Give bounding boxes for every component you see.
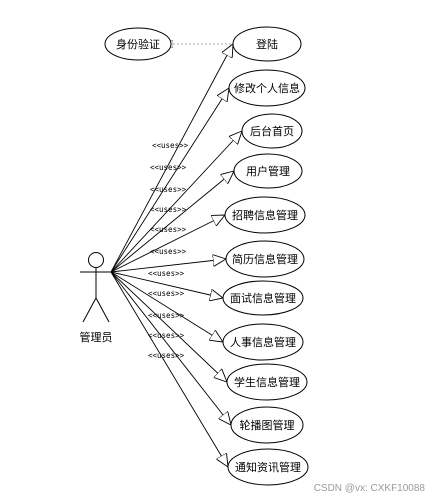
actor-label: 管理员 [80,330,113,344]
stereotype-label: <<uses>> [150,247,187,256]
use-case[interactable]: 修改个人信息 [228,69,306,107]
use-case-ellipse [225,240,305,278]
stereotype-label: <<uses>> [150,163,187,172]
use-case-ellipse [222,323,304,361]
stereotype-label: <<uses>> [152,141,189,150]
stereotype-label: <<uses>> [148,269,185,278]
use-case-auth[interactable]: 身份验证 [104,27,172,61]
stereotype-labels: <<uses>> <<uses>> <<uses>> <<uses>> <<uses>>… [148,141,189,360]
association-line [110,131,242,273]
use-case-ellipse [241,113,303,149]
stereotype-label: <<uses>> [150,225,187,234]
use-case-ellipse [228,69,306,107]
association-line [110,271,227,382]
use-case[interactable]: 通知资讯管理 [227,448,309,486]
actor-head [88,252,104,268]
association-line [110,271,223,342]
use-case-ellipse [222,280,304,316]
use-case-list: 登陆修改个人信息后台首页用户管理招聘信息管理简历信息管理面试信息管理人事信息管理… [222,26,309,486]
use-case-ellipse [227,448,309,486]
use-case[interactable]: 面试信息管理 [222,280,304,316]
use-case[interactable]: 登陆 [232,26,302,62]
stereotype-label: <<uses>> [148,331,185,340]
use-case-label: 登陆 [256,37,278,51]
actor-left-leg [82,297,97,323]
use-case-ellipse [233,153,303,189]
use-case[interactable]: 轮播图管理 [230,406,304,444]
use-case-label: 简历信息管理 [232,252,298,266]
association-line [110,171,234,273]
use-case-label: 学生信息管理 [234,375,300,389]
use-case-label: 面试信息管理 [230,291,296,305]
stereotype-label: <<uses>> [148,311,185,320]
watermark: CSDN @vx: CXKF10088 [314,483,426,494]
stereotype-label: <<uses>> [148,289,185,298]
use-case-label: 后台首页 [250,124,294,138]
actor-right-leg [95,297,110,323]
use-case-auth-label: 身份验证 [116,37,160,51]
use-case-ellipse [226,363,308,401]
association-line [110,44,233,273]
stereotype-label: <<uses>> [150,205,187,214]
association-line [110,271,223,298]
use-case[interactable]: 学生信息管理 [226,363,308,401]
use-case[interactable]: 用户管理 [233,153,303,189]
use-case-label: 通知资讯管理 [235,460,301,474]
use-case[interactable]: 简历信息管理 [225,240,305,278]
stereotype-label: <<uses>> [148,351,185,360]
use-case-ellipse [230,406,304,444]
association-line [110,88,229,273]
use-case[interactable]: 人事信息管理 [222,323,304,361]
use-case-label: 用户管理 [246,164,290,178]
use-case[interactable]: 后台首页 [241,113,303,149]
association-line [110,215,225,273]
stereotype-label: <<uses>> [150,185,187,194]
use-case-label: 轮播图管理 [240,418,295,432]
use-case[interactable]: 招聘信息管理 [224,196,306,234]
use-case-label: 招聘信息管理 [232,208,298,222]
use-case-label: 人事信息管理 [230,335,296,349]
use-case-ellipse [224,196,306,234]
association-line [110,259,226,273]
use-case-label: 修改个人信息 [234,81,300,95]
association-lines [110,44,242,467]
actor-admin[interactable]: 管理员 [80,252,113,345]
association-line [110,271,231,425]
association-line [110,271,228,467]
use-case-ellipse [232,26,302,62]
